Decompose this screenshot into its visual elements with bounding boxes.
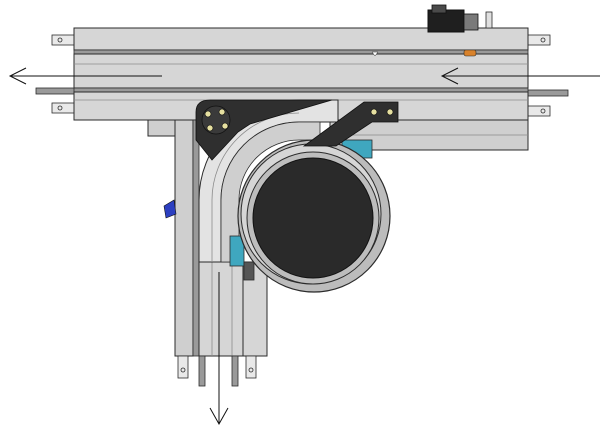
clamp-icon xyxy=(163,199,177,219)
sensor-icon xyxy=(463,49,477,57)
mounting-tab-icon xyxy=(177,355,189,379)
mounting-tab-icon xyxy=(527,34,551,46)
arrow-left-icon xyxy=(440,67,600,85)
left-bracket xyxy=(195,99,333,161)
flow-arrows xyxy=(8,67,600,426)
support-brackets xyxy=(229,139,373,281)
drive-drum xyxy=(237,139,391,293)
arrow-left-icon xyxy=(8,67,162,85)
arrow-down-icon xyxy=(209,272,229,426)
mounting-tab-icon xyxy=(245,355,257,379)
mounting-tabs-left xyxy=(35,34,77,114)
mounting-tab-icon xyxy=(527,105,551,117)
right-bracket xyxy=(302,101,399,147)
drive-motor-icon xyxy=(427,4,493,33)
branch-conveyor xyxy=(163,119,268,387)
mounting-tab-icon xyxy=(51,102,77,114)
mounting-tab-icon xyxy=(51,34,77,46)
